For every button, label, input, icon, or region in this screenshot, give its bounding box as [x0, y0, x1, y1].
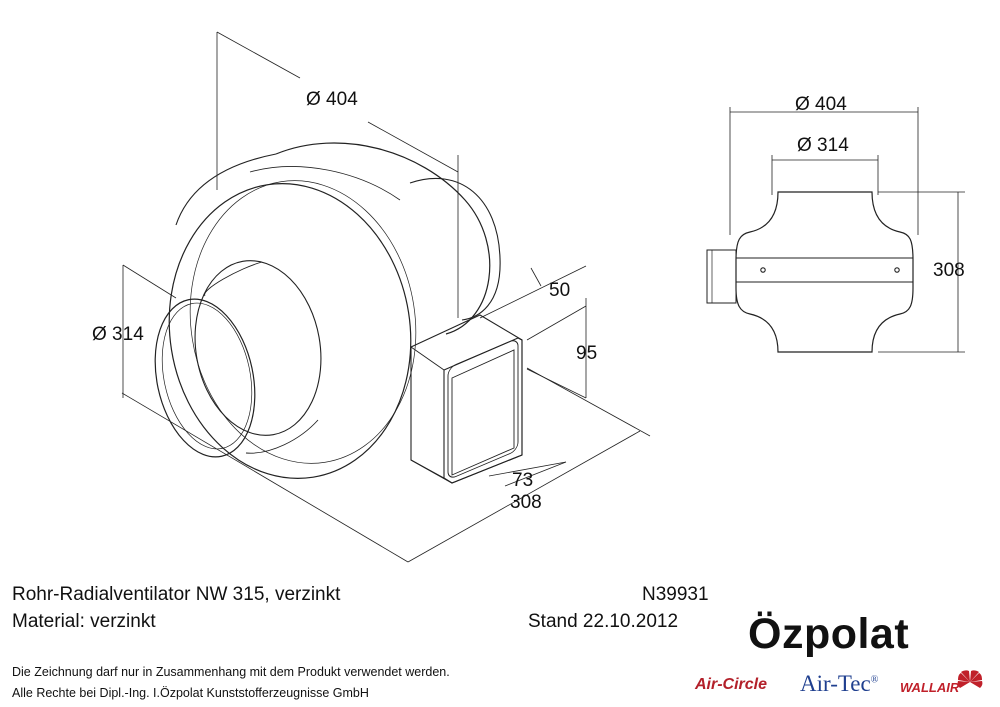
side-view-bolt-right: [894, 267, 900, 273]
wallair-fan-icon: [957, 670, 983, 688]
housing-side-band: [249, 166, 401, 201]
side-view-terminal-box: [706, 249, 737, 304]
rights-note: Alle Rechte bei Dipl.-Ing. I.Özpolat Kun…: [12, 686, 369, 700]
side-view-band: [735, 257, 914, 283]
company-logo: Özpolat: [748, 610, 910, 658]
inlet-collar-back: [194, 260, 322, 436]
aircircle-logo: Air-Circle: [695, 676, 768, 693]
dim-iso-duct-diameter: Ø 314: [92, 324, 144, 345]
material-label: Material: verzinkt: [12, 611, 156, 632]
dim-side-length: 308: [933, 260, 965, 281]
dim-iso-box-width: 50: [549, 280, 570, 301]
housing-rear-rim: [409, 178, 501, 321]
inlet-duct-top: [204, 261, 263, 297]
dim-iso-box-height: 95: [576, 343, 597, 364]
airtec-registered-mark: ®: [870, 674, 879, 686]
side-view-outline: [735, 191, 914, 353]
usage-note: Die Zeichnung darf nur in Zusammenhang m…: [12, 665, 450, 679]
inlet-duct-inner: [161, 302, 253, 450]
terminal-box: [410, 314, 523, 484]
dim-iso-total-length: 308: [510, 492, 542, 513]
housing-side: [175, 153, 277, 226]
isometric-view: [121, 31, 651, 563]
dim-side-duct-diameter: Ø 314: [797, 135, 849, 156]
dim-side-outer-diameter: Ø 404: [795, 94, 847, 115]
side-view-bolt-left: [760, 267, 766, 273]
revision-date: Stand 22.10.2012: [528, 611, 679, 632]
airtec-logo: Air-Tec®: [800, 671, 878, 697]
airtec-logo-text: Air-Tec: [800, 671, 871, 696]
side-view: [706, 107, 965, 353]
housing-front-face: [168, 183, 412, 479]
inlet-duct-opening: [154, 298, 256, 458]
housing-front-band: [189, 180, 417, 464]
article-number: N39931: [642, 584, 709, 605]
dim-iso-box-depth: 73: [512, 470, 533, 491]
wallair-logo: WALLAIR: [900, 680, 960, 695]
housing-rear-shell: [275, 142, 491, 335]
technical-drawing: Ø 404 Ø 314 50 95 73 308 Ø 404 Ø 314 308: [92, 31, 965, 563]
inlet-duct-bottom: [245, 419, 319, 454]
product-title: Rohr-Radialventilator NW 315, verzinkt: [12, 584, 341, 605]
dim-iso-outer-diameter: Ø 404: [306, 89, 358, 110]
